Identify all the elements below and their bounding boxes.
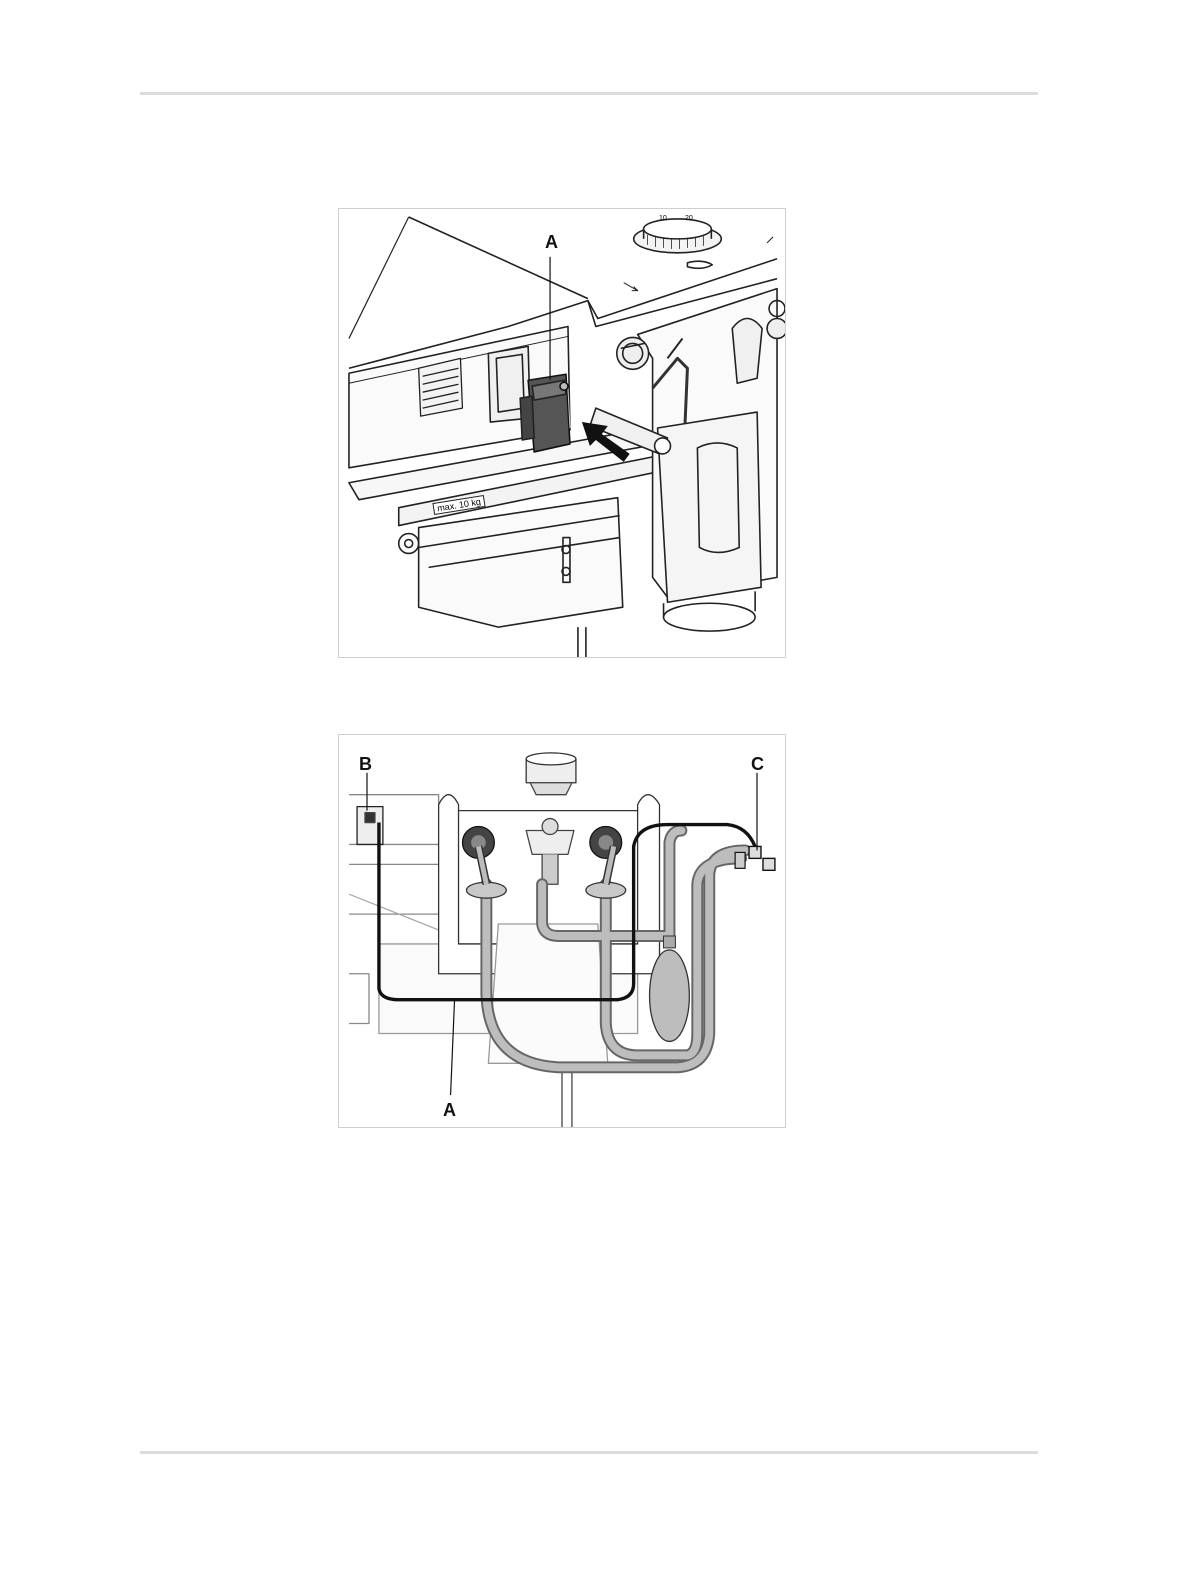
callout-label-b: B	[359, 755, 372, 773]
sensor-install-illustration	[339, 209, 785, 657]
callout-label-a: A	[545, 233, 558, 251]
hose-connection-illustration	[339, 735, 785, 1127]
dial-label-2: 20	[685, 215, 693, 222]
footer-rule	[140, 1451, 1038, 1454]
header-rule	[140, 92, 1038, 95]
figure-sensor-install: A max. 10 kg 10 20	[338, 208, 786, 658]
dial-label-1: 10	[659, 215, 667, 222]
callout-label-c: C	[751, 755, 764, 773]
figure-hose-connection: B C A	[338, 734, 786, 1128]
callout-label-a: A	[443, 1101, 456, 1119]
